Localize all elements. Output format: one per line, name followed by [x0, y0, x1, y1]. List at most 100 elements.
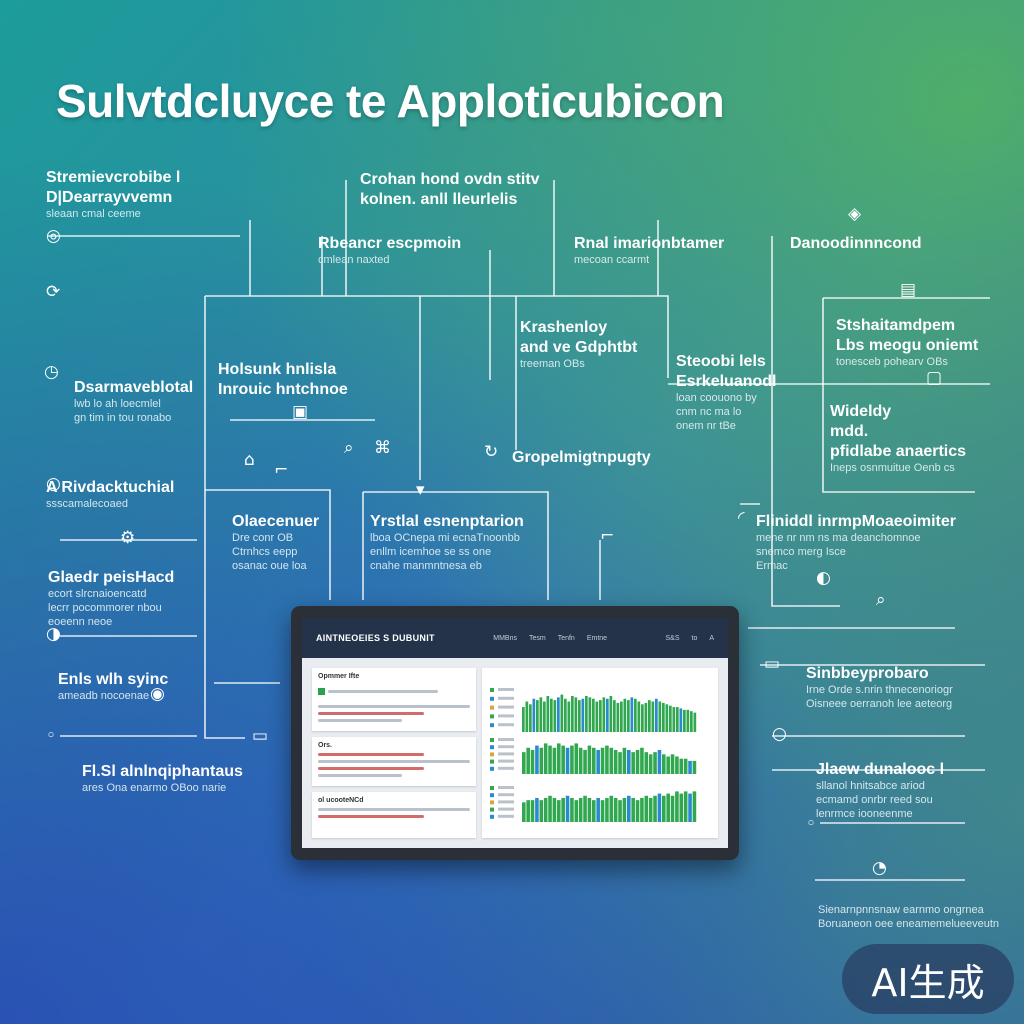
block-subtext: Ineps osnmuitue Oenb cs [830, 462, 955, 474]
chart-bar [618, 800, 622, 822]
chart-bar [679, 758, 684, 774]
chart-bar [683, 758, 688, 774]
chart-bar [692, 760, 697, 774]
chart-bar [588, 697, 592, 732]
folder-icon: ⌂ [244, 450, 255, 470]
corner-icon: ⌐ [600, 526, 615, 546]
block-heading: Rnal imarionbtamer [574, 235, 725, 252]
block-heading: Danoodinnncond [790, 235, 922, 252]
chart-bar [679, 793, 684, 822]
chart-bar [596, 749, 600, 774]
chart-bar [644, 795, 649, 822]
row-label [498, 786, 514, 789]
block-subtext-2: Boruaneon oee eneamemelueeveutn [818, 917, 1000, 930]
chart-bar [557, 697, 560, 732]
nav-item-2[interactable]: Tesm [528, 634, 546, 642]
chart-bar [600, 747, 605, 774]
chart-bar [609, 695, 613, 732]
badge-icon: ◈ [848, 204, 862, 224]
block-left-1: Dsarmaveblotal lwb lo ah loecmlel gn tim… [74, 378, 193, 426]
chart-bar [530, 800, 535, 822]
block-subtext: ameadb nocoenae [58, 690, 150, 702]
chart-bar [592, 747, 596, 774]
chart-bar [676, 707, 679, 732]
block-heading: Enls wlh syinc [58, 671, 169, 688]
chart-bar [669, 705, 672, 732]
info-circle-icon: ◎ [46, 226, 61, 246]
topbar-link[interactable]: to [691, 634, 698, 642]
nav-item-3[interactable]: Tenfn [557, 634, 575, 642]
chart-bar [599, 700, 602, 732]
arrow-down-icon: ▾ [416, 480, 425, 500]
block-top-right: Danoodinnncond [790, 234, 922, 254]
chart-bar [631, 752, 635, 774]
timer-icon: ◔ [872, 858, 887, 878]
card-line [318, 815, 425, 818]
row-marker [490, 814, 494, 819]
chart-bar [637, 701, 641, 732]
chart-bar [587, 797, 592, 822]
chart-bar [635, 749, 640, 774]
row-label [498, 738, 514, 741]
nav-item-1[interactable]: MMBns [493, 634, 517, 642]
block-heading: Krashenloy [520, 319, 608, 336]
link-icon: ⌘ [374, 438, 391, 458]
block-heading-2: D|Dearrayvvemn [46, 189, 173, 206]
list-card[interactable]: Opmmer Ifte [312, 668, 476, 731]
block-subtext: sllanol hnitsabce ariod [816, 780, 925, 792]
chart-bar [623, 698, 627, 732]
block-heading: Sinbbeyprobaro [806, 665, 929, 682]
block-subtext: mene nr nm ns ma deanchomnoe [756, 532, 921, 544]
block-subtext-2: Oisneee oerranoh lee aeteorg [806, 697, 953, 710]
block-right-3: Jlaew dunalooc l sllanol hnitsabce ariod… [816, 760, 944, 821]
chart-bar [548, 745, 552, 774]
chart-bar [693, 712, 697, 732]
row-marker [490, 807, 494, 812]
block-left-4: Yrstlal esnenptarion lboa OCnepa mi ecna… [370, 512, 524, 573]
chart-bar [574, 800, 579, 822]
chart-bar [600, 800, 605, 822]
chart-bar [571, 695, 574, 732]
connector [205, 295, 669, 378]
row-label [498, 745, 514, 749]
dashboard-screen: AINTNEOEIES S DUBUNIT MMBns Tesm Tenfn E… [302, 618, 728, 848]
chart-bar [613, 700, 616, 732]
block-top-center-2: Rbeancr escpmoin cmlean naxted [318, 234, 461, 268]
chart-bar [522, 802, 526, 822]
block-mid-1: Holsunk hnlisla Inrouic hntchnoe [218, 360, 348, 400]
card-line [318, 808, 470, 811]
row-marker [490, 688, 494, 692]
row-marker [490, 705, 494, 710]
topbar-user[interactable]: A [709, 634, 715, 642]
row-marker [490, 766, 494, 771]
block-heading: A Rivdacktuchial [46, 479, 175, 496]
list-card[interactable]: ol ucooteNCd [312, 792, 476, 838]
chart-bar [627, 795, 631, 822]
refresh-icon: ↻ [484, 442, 499, 462]
card-line [318, 774, 402, 777]
block-heading-2: mdd. [830, 423, 869, 440]
list-card[interactable]: Ors. [312, 737, 476, 786]
card-line [318, 712, 425, 715]
block-heading: Wideldy [830, 403, 892, 420]
chart-bar [662, 795, 666, 822]
chart-bar [644, 702, 648, 732]
block-heading: Holsunk hnlisla [218, 361, 337, 378]
chart-bar [578, 747, 583, 774]
block-top-center-3: Rnal imarionbtamer mecoan ccarmt [574, 234, 724, 268]
chart-bar [605, 797, 609, 822]
chart-bar [578, 797, 583, 822]
connector [205, 489, 331, 600]
block-subtext: sleaan cmal ceeme [46, 208, 141, 220]
connector [204, 296, 245, 739]
ring-icon: ○ [772, 724, 787, 744]
chart-bar [522, 752, 526, 774]
chart-bar [529, 704, 532, 732]
chart-bar [627, 700, 630, 732]
nav-item-4[interactable]: Emtne [586, 634, 608, 642]
chart-bar [653, 752, 657, 774]
dashboard-brand: AINTNEOEIES S DUBUNIT [316, 633, 435, 643]
chart-bar [640, 797, 644, 822]
row-label [498, 807, 514, 811]
